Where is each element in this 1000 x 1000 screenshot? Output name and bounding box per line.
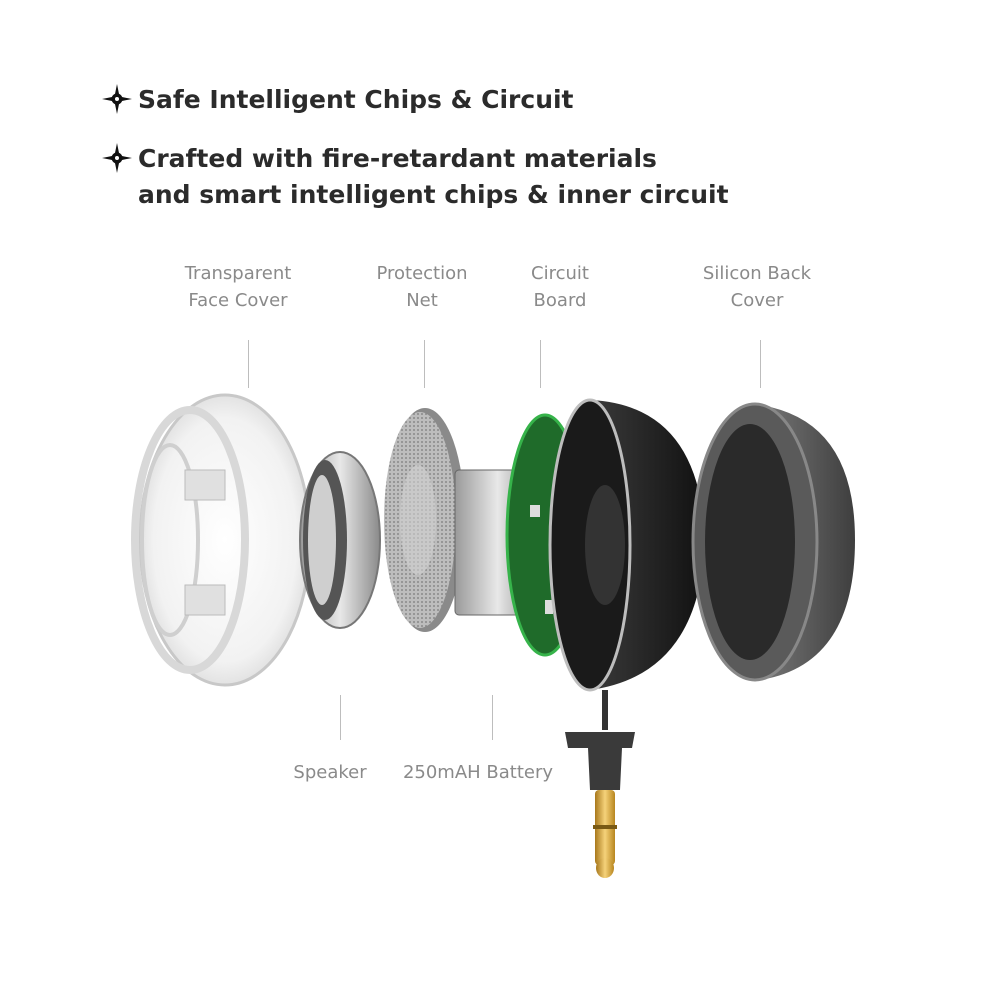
bullet-text: Safe Intelligent Chips & Circuit xyxy=(138,85,574,114)
bullet-1: Safe Intelligent Chips & Circuit xyxy=(102,82,574,118)
leader-line xyxy=(760,340,761,388)
leader-line xyxy=(540,340,541,388)
leader-line xyxy=(248,340,249,388)
speaker-shell xyxy=(548,398,705,692)
silicon-back-cover xyxy=(691,402,855,682)
audio-jack xyxy=(565,690,635,878)
bullet-2: Crafted with fire-retardant materials an… xyxy=(102,141,729,213)
label-speaker: Speaker xyxy=(293,762,367,783)
four-point-star-icon xyxy=(102,84,132,114)
leader-line xyxy=(424,340,425,388)
protection-net xyxy=(384,408,465,632)
speaker xyxy=(299,451,381,629)
transparent-face-cover xyxy=(131,393,312,687)
bullet-text: Crafted with fire-retardant materials xyxy=(138,144,657,173)
bullet-text: and smart intelligent chips & inner circ… xyxy=(138,180,729,209)
four-point-star-icon xyxy=(102,143,132,173)
leader-line xyxy=(492,695,493,740)
leader-line xyxy=(340,695,341,740)
label-battery: 250mAH Battery xyxy=(402,762,554,783)
